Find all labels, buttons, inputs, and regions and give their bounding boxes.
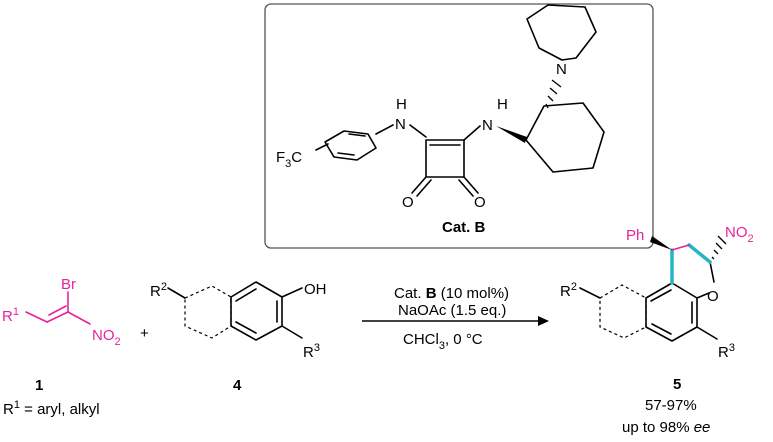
piperidine-n: N	[556, 61, 567, 78]
plus-sign: +	[140, 325, 149, 342]
catalyst-box	[264, 3, 654, 249]
yield-range: 57-97%	[645, 397, 697, 414]
r3-label: R3	[303, 342, 320, 361]
carbonyl-o-left: O	[402, 194, 414, 211]
bromo-label: Br	[61, 276, 76, 293]
reaction-arrow	[362, 316, 549, 326]
catalyst-label: Cat. B	[442, 219, 486, 236]
carbonyl-o-right: O	[474, 194, 486, 211]
product-r2-label: R2	[560, 281, 577, 300]
compound-1-number: 1	[35, 377, 43, 394]
r2-label: R2	[150, 281, 167, 300]
condition-base: NaOAc (1.5 eq.)	[398, 302, 506, 319]
product-5: R2 O Ph NO2 R3 5 57-97% up to 98% ee	[560, 224, 754, 436]
hydroxyl-label: OH	[304, 281, 327, 298]
product-nitro-label: NO2	[725, 224, 754, 245]
nitro-label: NO2	[92, 327, 121, 348]
condition-catalyst: Cat. B (10 mol%)	[394, 285, 509, 302]
r1-label: R1	[2, 306, 19, 325]
r1-definition: R1 = aryl, alkyl	[3, 399, 100, 418]
reactant-1: R1 Br NO2 1 R1 = aryl, alkyl	[2, 276, 121, 418]
nh-right-n: N	[482, 117, 493, 134]
phenyl-label: Ph	[626, 227, 644, 244]
nh-left-n: N	[395, 116, 406, 133]
catalyst-structure: F3C H N O O H N N Cat. B	[276, 4, 605, 236]
enantiomeric-excess: up to 98% ee	[622, 419, 710, 436]
compound-5-number: 5	[673, 376, 681, 393]
cf3-group: F3C	[276, 149, 302, 170]
compound-4-number: 4	[233, 377, 242, 394]
product-r3-label: R3	[718, 342, 735, 361]
reactant-4: R2 OH R3 4	[150, 281, 327, 394]
nh-left: H	[396, 96, 407, 113]
nh-right: H	[497, 96, 508, 113]
condition-solvent: CHCl3, 0 °C	[403, 331, 483, 352]
ring-oxygen: O	[707, 288, 719, 305]
